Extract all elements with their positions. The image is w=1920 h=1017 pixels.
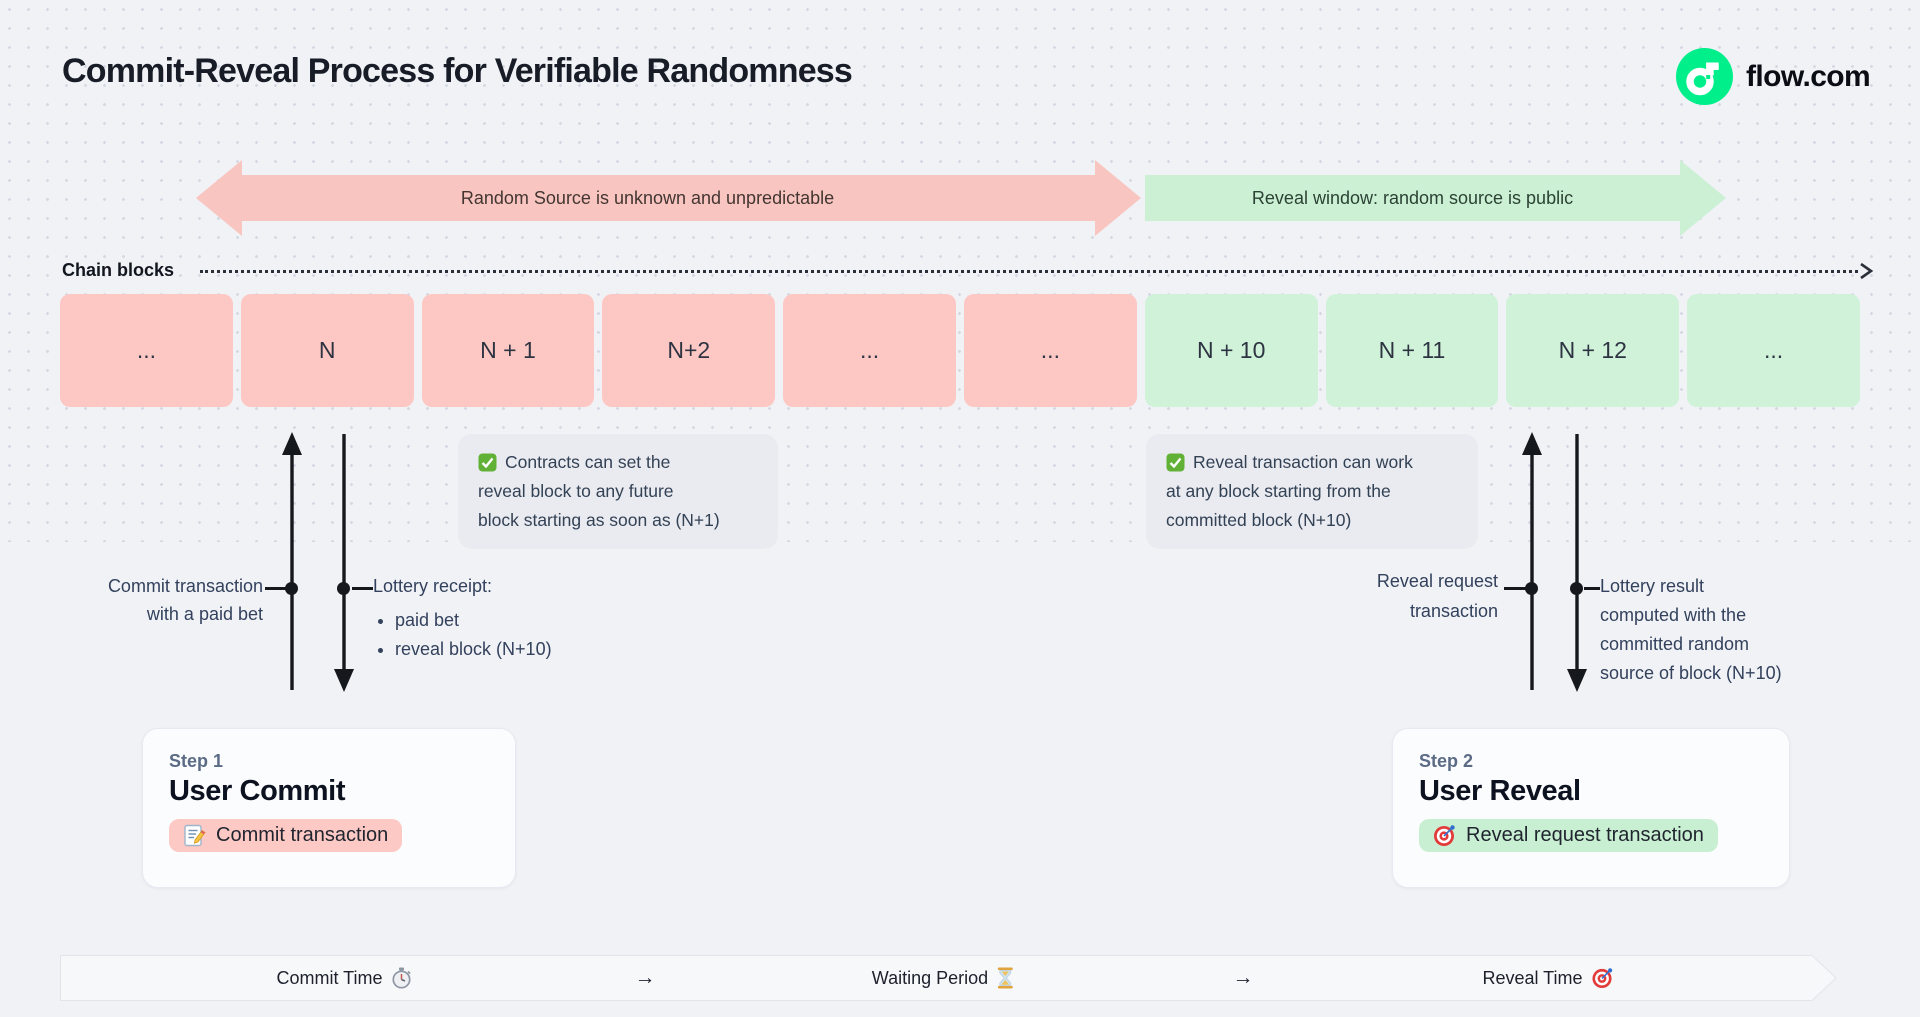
chain-timeline-dotted-line xyxy=(200,270,1858,273)
timeline-bar xyxy=(60,955,1812,1001)
step-2-card: Step 2 User Reveal Reveal request transa… xyxy=(1392,728,1790,888)
block-label: ... xyxy=(1763,337,1784,363)
bullet-item: reveal block (N+10) xyxy=(395,635,633,664)
timeline-label: Reveal Time xyxy=(1482,967,1583,988)
commit-up-arrow xyxy=(282,432,302,690)
arrow-glyph: → xyxy=(1232,966,1254,989)
chain-block: N + 11 xyxy=(1325,294,1499,407)
timeline-label: Waiting Period xyxy=(871,967,989,988)
label-line: Lottery receipt: xyxy=(373,576,493,596)
note-line: reveal block to any future xyxy=(478,481,674,501)
commit-transaction-label: Commit transaction with a paid bet xyxy=(40,572,263,628)
chain-block: ... xyxy=(963,294,1137,407)
reveal-up-arrow xyxy=(1522,432,1542,690)
label-line: computed with the xyxy=(1600,605,1747,625)
step-title: User Reveal xyxy=(1419,775,1581,807)
note-line: committed block (N+10) xyxy=(1166,510,1352,530)
chain-block: N + 12 xyxy=(1506,294,1680,407)
receipt-down-arrow xyxy=(334,434,354,692)
block-label: ... xyxy=(136,337,156,363)
chain-blocks-row: ... N N + 1 N+2 ... ... N + 10 N + 11 N … xyxy=(60,294,1860,407)
step-eyebrow: Step 1 xyxy=(169,751,224,771)
pill-label: Reveal request transaction xyxy=(1466,824,1704,846)
block-label: ... xyxy=(860,337,880,363)
chain-block: ... xyxy=(1687,294,1860,407)
result-down-arrow xyxy=(1567,434,1587,692)
reveal-request-label: Reveal request transaction xyxy=(1344,566,1498,626)
step-1-card: Step 1 User Commit Commit transaction xyxy=(142,728,516,888)
chain-block: ... xyxy=(783,294,956,407)
chain-block: N + 10 xyxy=(1144,294,1318,407)
lottery-receipt-label: Lottery receipt: paid bet reveal block (… xyxy=(373,572,633,664)
note-line: block starting as soon as (N+1) xyxy=(478,510,720,530)
target-icon xyxy=(1434,825,1455,846)
step-eyebrow: Step 2 xyxy=(1419,751,1474,771)
target-icon xyxy=(1592,968,1613,989)
flow-logo-icon xyxy=(1676,48,1733,105)
brand[interactable]: flow.com xyxy=(1676,48,1871,105)
note-line: Contracts can set the xyxy=(505,452,671,472)
chain-blocks-label: Chain blocks xyxy=(62,260,175,280)
check-icon xyxy=(478,453,497,472)
page-title: Commit-Reveal Process for Verifiable Ran… xyxy=(62,52,853,90)
bullet-item: paid bet xyxy=(395,606,633,635)
memo-icon xyxy=(184,824,206,847)
block-label: ... xyxy=(1040,337,1060,363)
chain-arrowhead-icon xyxy=(1860,262,1874,280)
connector-dash xyxy=(1504,587,1526,590)
arrow-glyph: → xyxy=(634,966,656,989)
label-line: with a paid bet xyxy=(146,604,263,624)
block-label: N + 11 xyxy=(1378,337,1446,363)
connector-dot xyxy=(1570,582,1583,595)
label-line: Lottery result xyxy=(1600,576,1705,596)
chain-block: ... xyxy=(60,294,233,407)
note-commit-window: Contracts can set the reveal block to an… xyxy=(458,434,778,549)
reveal-phase-arrow xyxy=(1145,160,1726,236)
block-label: N + 10 xyxy=(1196,337,1266,363)
reveal-phase-label: Reveal window: random source is public xyxy=(1251,188,1574,208)
stopwatch-icon xyxy=(392,967,411,989)
block-label: N+2 xyxy=(667,337,711,363)
pill-label: Commit transaction xyxy=(216,824,389,846)
step-title: User Commit xyxy=(169,775,346,807)
block-label: N + 12 xyxy=(1558,337,1627,363)
lottery-result-label: Lottery result computed with the committ… xyxy=(1600,572,1830,688)
commit-phase-label: Random Source is unknown and unpredictab… xyxy=(460,188,835,208)
note-line: Reveal transaction can work xyxy=(1193,452,1413,472)
chain-block: N xyxy=(240,294,414,407)
timeline-reveal-time: Reveal Time xyxy=(1482,967,1613,989)
connector-dot xyxy=(285,582,298,595)
connector-dash xyxy=(1584,587,1600,590)
check-icon xyxy=(1166,453,1185,472)
block-label: N + 1 xyxy=(480,337,536,363)
label-line: committed random xyxy=(1600,634,1750,654)
label-line: Commit transaction xyxy=(107,576,263,596)
commit-phase-arrow xyxy=(196,160,1141,236)
block-label: N xyxy=(318,337,336,363)
commit-transaction-pill: Commit transaction xyxy=(169,819,403,852)
note-reveal-window: Reveal transaction can work at any block… xyxy=(1146,434,1478,549)
label-line: source of block (N+10) xyxy=(1600,663,1782,683)
timeline-arrow: → xyxy=(1233,966,1254,990)
connector-dash xyxy=(265,587,286,590)
timeline-waiting-period: Waiting Period xyxy=(872,967,1014,989)
brand-name: flow.com xyxy=(1746,59,1871,93)
connector-dash xyxy=(352,587,373,590)
timeline-commit-time: Commit Time xyxy=(276,967,411,989)
reveal-request-pill: Reveal request transaction xyxy=(1419,819,1718,852)
timeline-arrowhead xyxy=(1811,954,1837,1002)
timeline-label: Commit Time xyxy=(276,967,383,988)
chain-block: N+2 xyxy=(602,294,776,407)
lottery-receipt-bullets: paid bet reveal block (N+10) xyxy=(373,606,633,664)
hourglass-icon xyxy=(998,967,1014,989)
label-line: transaction xyxy=(1409,601,1498,621)
timeline-arrow: → xyxy=(635,966,656,990)
chain-block: N + 1 xyxy=(421,294,595,407)
connector-dot xyxy=(337,582,350,595)
note-line: at any block starting from the xyxy=(1166,481,1391,501)
connector-dot xyxy=(1525,582,1538,595)
label-line: Reveal request xyxy=(1376,571,1498,591)
